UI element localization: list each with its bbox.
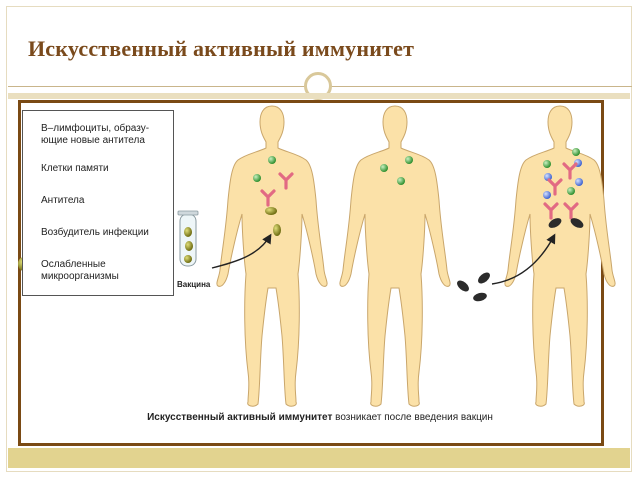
- top-stripe: [8, 93, 630, 99]
- caption-bold: Искусственный активный иммунитет: [147, 412, 333, 423]
- pathogen: [457, 280, 469, 292]
- memory-cell: [397, 177, 405, 185]
- slide-title: Искусственный активный иммунитет: [28, 36, 415, 61]
- legend-item-b-lymphocytes: В–лимфоциты, образу- ющие новые антитела: [41, 123, 150, 146]
- caption-rest: возникает после введения вакцин: [332, 412, 493, 423]
- pathogen: [478, 272, 490, 284]
- memory-cell: [405, 156, 413, 164]
- test-tube-icon: [177, 210, 199, 267]
- memory-cell: [380, 164, 388, 172]
- b-lymphocyte: [575, 178, 583, 186]
- weakened-microorganism: [273, 224, 281, 236]
- vaccine-arrow: [211, 233, 272, 269]
- legend-item-memory-cells: Клетки памяти: [41, 163, 109, 174]
- memory-cell: [253, 174, 261, 182]
- legend-box: В–лимфоциты, образу- ющие новые антитела…: [22, 110, 174, 296]
- figure-caption: Искусственный активный иммунитет возника…: [0, 412, 640, 423]
- footer-bar: [8, 448, 630, 468]
- legend-item-weakened: Ослабленные микроорганизмы: [41, 259, 119, 282]
- vaccine-label: Вакцина: [177, 280, 211, 289]
- pathogen: [548, 218, 562, 228]
- legend-item-pathogen: Возбудитель инфекции: [41, 227, 149, 238]
- memory-cell: [268, 156, 276, 164]
- pathogen: [570, 218, 584, 228]
- memory-cell: [567, 187, 575, 195]
- legend-item-antibodies: Антитела: [41, 195, 85, 206]
- b-lymphocyte: [543, 191, 551, 199]
- pathogen: [473, 292, 487, 302]
- memory-cell: [572, 148, 580, 156]
- infection-arrow: [491, 233, 556, 285]
- human-figure-middle: [339, 105, 451, 407]
- memory-cell: [543, 160, 551, 168]
- human-figure-right: [504, 105, 616, 407]
- human-figure-left: [216, 105, 328, 407]
- weakened-microorganism: [265, 207, 277, 215]
